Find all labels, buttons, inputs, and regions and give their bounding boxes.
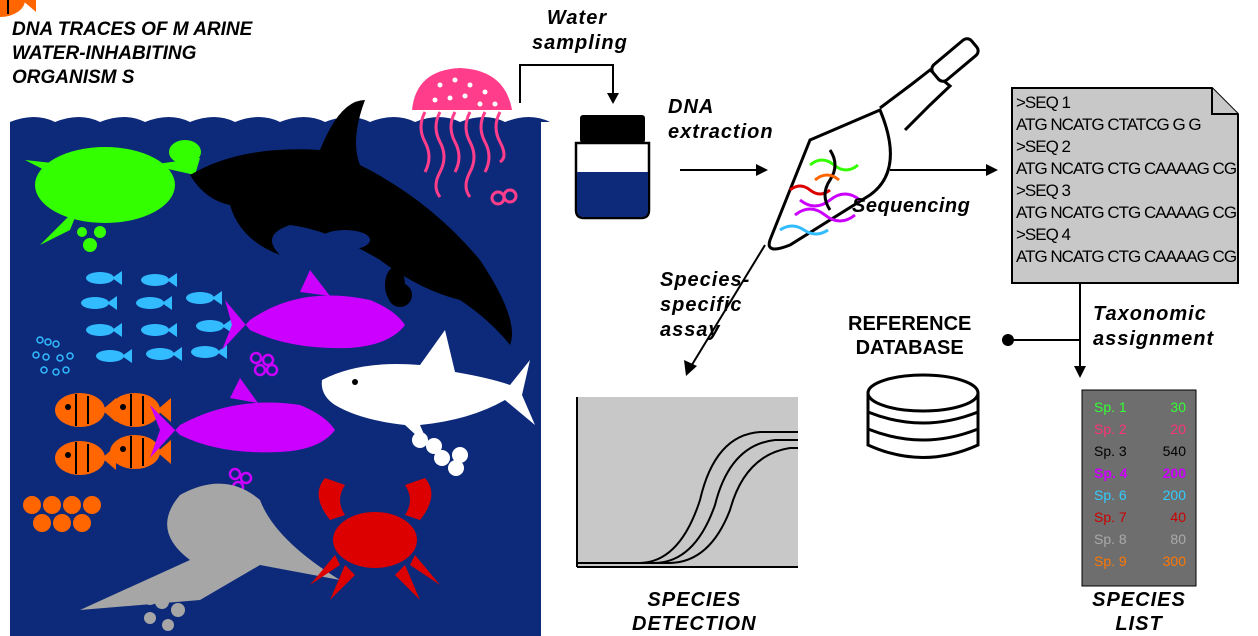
label-line: SPECIES <box>632 588 757 612</box>
label-line: DNA <box>668 95 774 120</box>
species-name: Sp. 4 <box>1094 465 1127 481</box>
species-row: Sp. 6 200 <box>1094 487 1186 503</box>
species-count: 80 <box>1170 531 1186 547</box>
sequencing-label: Sequencing <box>852 194 970 219</box>
species-row: Sp. 1 30 <box>1094 399 1186 415</box>
database-icon <box>868 375 978 458</box>
label-line: SPECIES <box>1084 588 1194 612</box>
sequence-line: ATG NCATG CTG CAAAAG CG T <box>1016 202 1236 224</box>
species-name: Sp. 8 <box>1094 531 1127 547</box>
species-count: 20 <box>1170 421 1186 437</box>
species-name: Sp. 2 <box>1094 421 1127 437</box>
species-count: 200 <box>1163 465 1186 481</box>
taxonomic-assignment-label: Taxonomic assignment <box>1093 302 1214 352</box>
sequence-line: ATG NCATG CTATCG G G <box>1016 114 1236 136</box>
label-line: sampling <box>532 31 622 56</box>
sequence-text: >SEQ 1 ATG NCATG CTATCG G G >SEQ 2 ATG N… <box>1016 92 1236 268</box>
reference-database-label: REFERENCE DATABASE <box>848 312 971 360</box>
species-row: Sp. 2 20 <box>1094 421 1186 437</box>
label-line: Species- <box>660 268 750 293</box>
sequence-header: >SEQ 4 <box>1016 224 1236 246</box>
species-count: 40 <box>1170 509 1186 525</box>
species-list-label: SPECIES LIST <box>1084 588 1194 636</box>
figure-title: DNA TRACES OF M ARINE WATER-INHABITING O… <box>12 18 252 90</box>
title-line: ORGANISM S <box>12 66 252 90</box>
label-line: Taxonomic <box>1093 302 1214 327</box>
species-row: Sp. 7 40 <box>1094 509 1186 525</box>
species-detection-plot <box>577 397 798 567</box>
label-line: LIST <box>1084 612 1194 636</box>
label-line: extraction <box>668 120 774 145</box>
sequence-line: ATG NCATG CTG CAAAAG CG T <box>1016 158 1236 180</box>
species-name: Sp. 9 <box>1094 553 1127 569</box>
label-line: assignment <box>1093 327 1214 352</box>
species-count: 200 <box>1163 487 1186 503</box>
species-count: 30 <box>1170 399 1186 415</box>
species-row: Sp. 4 200 <box>1094 465 1186 481</box>
species-specific-assay-label: Species- specific assay <box>660 268 750 343</box>
dna-extraction-label: DNA extraction <box>668 95 774 145</box>
species-name: Sp. 3 <box>1094 443 1127 459</box>
title-line: WATER-INHABITING <box>12 42 252 66</box>
species-count: 540 <box>1163 443 1186 459</box>
species-name: Sp. 6 <box>1094 487 1127 503</box>
title-line: DNA TRACES OF M ARINE <box>12 18 252 42</box>
label-line: DATABASE <box>848 336 971 360</box>
sequence-header: >SEQ 1 <box>1016 92 1236 114</box>
sequence-line: ATG NCATG CTG CAAAAG CG T <box>1016 246 1236 268</box>
water-sample-bottle <box>576 115 649 218</box>
label-line: assay <box>660 318 750 343</box>
label-line: Water <box>532 6 622 31</box>
sequence-header: >SEQ 3 <box>1016 180 1236 202</box>
label-line: REFERENCE <box>848 312 971 336</box>
species-row: Sp. 8 80 <box>1094 531 1186 547</box>
water-sampling-label: Water sampling <box>532 6 622 56</box>
species-name: Sp. 1 <box>1094 399 1127 415</box>
species-row: Sp. 9 300 <box>1094 553 1186 569</box>
species-detection-label: SPECIES DETECTION <box>632 588 757 636</box>
species-row: Sp. 3 540 <box>1094 443 1186 459</box>
label-line: specific <box>660 293 750 318</box>
sequence-header: >SEQ 2 <box>1016 136 1236 158</box>
label-line: DETECTION <box>632 612 757 636</box>
species-count: 300 <box>1163 553 1186 569</box>
species-name: Sp. 7 <box>1094 509 1127 525</box>
